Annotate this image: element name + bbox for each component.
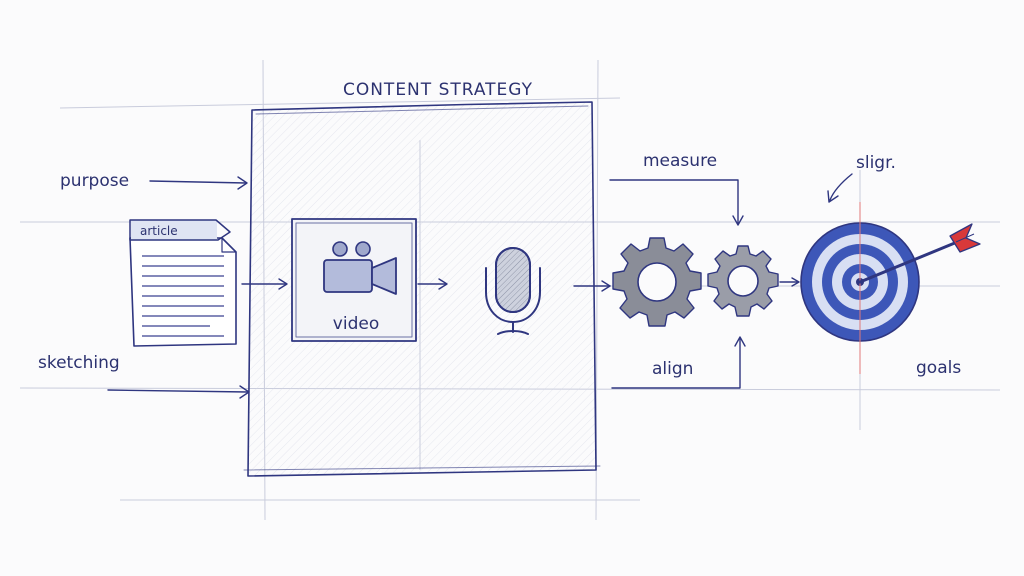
- label-align: align: [652, 359, 693, 379]
- label-article: article: [140, 224, 178, 238]
- target-icon: [800, 202, 920, 374]
- arrow-signal: [827, 173, 853, 203]
- dart-arrow-icon: [858, 223, 981, 284]
- label-purpose: purpose: [60, 171, 129, 191]
- gear-icon-large: [612, 237, 702, 327]
- label-goals: goals: [916, 358, 961, 378]
- arrow-align: [611, 336, 746, 389]
- video-camera-icon: [323, 241, 397, 295]
- document-icon: [129, 219, 237, 347]
- strategy-frame: [243, 101, 601, 477]
- arrow-gears-to-target: [779, 277, 800, 287]
- label-measure: measure: [643, 151, 717, 171]
- microphone-icon: [485, 247, 541, 335]
- arrow-mic-to-gears: [573, 280, 611, 292]
- label-signal: sligr.: [856, 153, 896, 173]
- arrow-measure: [609, 179, 744, 226]
- arrow-purpose: [149, 176, 248, 190]
- gear-icon-small: [707, 245, 779, 317]
- label-video: video: [333, 314, 379, 334]
- label-sketching: sketching: [38, 353, 120, 373]
- diagram-title: CONTENT STRATEGY: [343, 80, 533, 100]
- arrow-doc-to-video: [241, 278, 288, 290]
- arrow-video-to-mic: [417, 278, 448, 290]
- arrow-sketching: [107, 385, 250, 399]
